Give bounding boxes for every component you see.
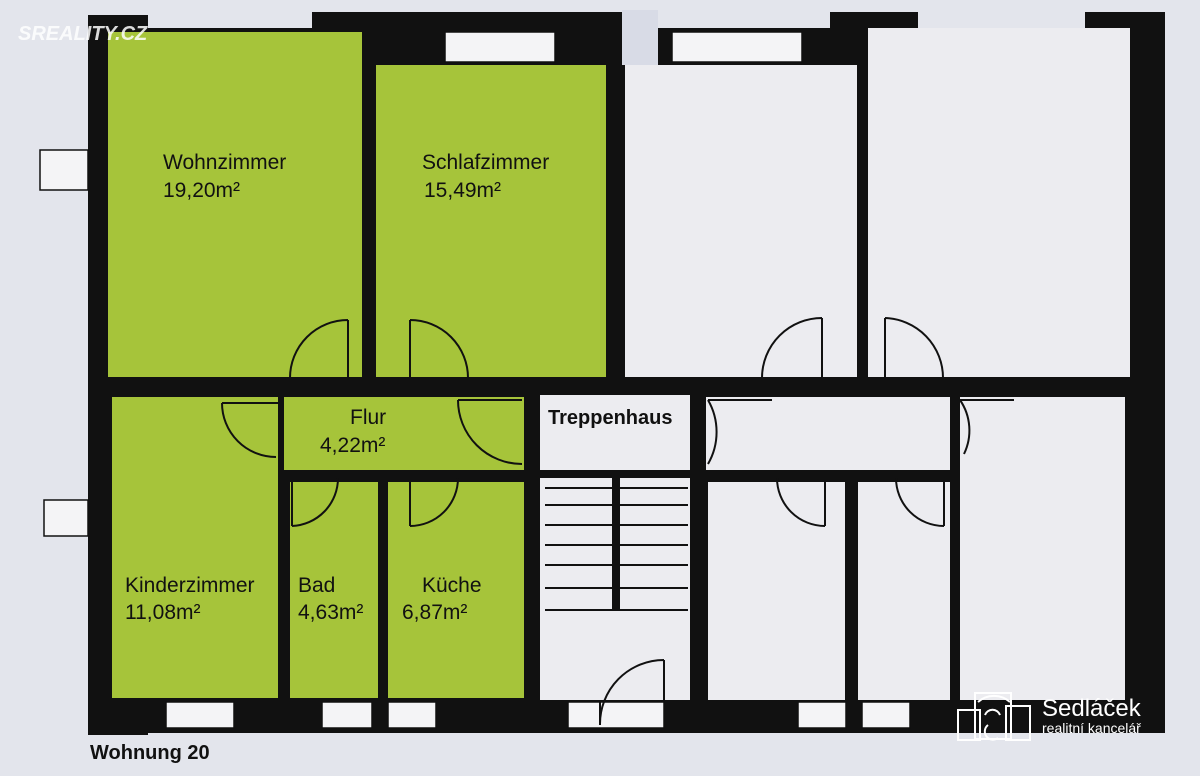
- agency-logo: Sedláček realitní kancelář: [957, 692, 1142, 741]
- room-area-wohnzimmer: 19,20m²: [163, 179, 240, 202]
- room-area-kueche: 6,87m²: [402, 601, 467, 624]
- room-name-bad: Bad: [298, 574, 335, 597]
- room-name-treppenhaus: Treppenhaus: [548, 407, 672, 429]
- room-area-flur: 4,22m²: [320, 434, 385, 457]
- room-wohnzimmer: [108, 32, 362, 377]
- room-neighbor: [706, 397, 950, 470]
- room-area-schlafzimmer: 15,49m²: [424, 179, 501, 202]
- agency-tagline: realitní kancelář: [1042, 720, 1141, 736]
- apartment-caption: Wohnung 20: [90, 742, 210, 764]
- room-neighbor: [868, 28, 1130, 377]
- building-icon: [957, 692, 1031, 741]
- windows: [39, 31, 911, 729]
- stairs: [540, 470, 690, 611]
- room-bad: [290, 482, 378, 698]
- doors: [221, 317, 1014, 726]
- room-area-bad: 4,63m²: [298, 601, 363, 624]
- room-schlafzimmer: [376, 65, 606, 377]
- room-name-kueche: Küche: [422, 574, 482, 597]
- room-neighbor: [960, 397, 1125, 700]
- room-neighbor: [708, 482, 845, 700]
- room-name-kinderzimmer: Kinderzimmer: [125, 574, 255, 597]
- agency-name: Sedláček: [1042, 695, 1142, 722]
- room-name-wohnzimmer: Wohnzimmer: [163, 151, 286, 174]
- watermark-logo: SREALITY.CZ: [18, 23, 148, 45]
- room-name-flur: Flur: [350, 406, 386, 429]
- room-flur: [284, 397, 524, 470]
- room-neighbor: [625, 65, 857, 377]
- room-name-schlafzimmer: Schlafzimmer: [422, 151, 549, 174]
- room-neighbor: [858, 482, 950, 700]
- room-area-kinderzimmer: 11,08m²: [125, 601, 200, 624]
- room-kinderzimmer: [112, 397, 278, 698]
